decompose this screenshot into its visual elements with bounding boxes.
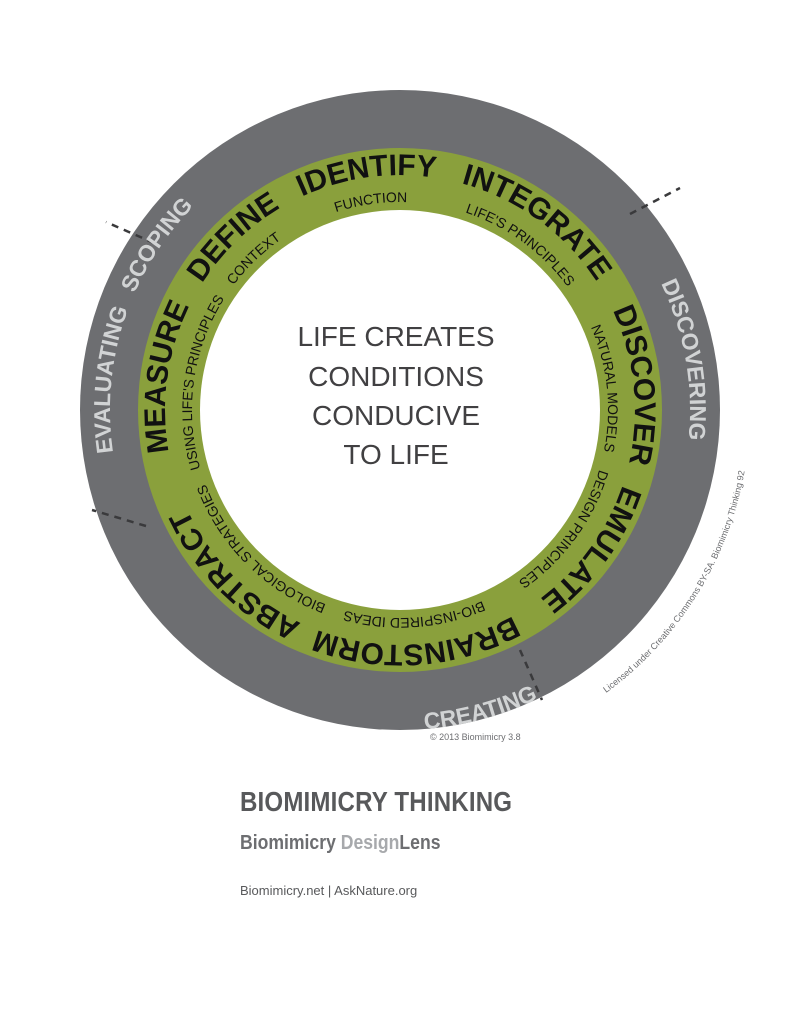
phase-dividers — [91, 186, 681, 701]
footer-subtitle-part3: Lens — [399, 832, 441, 854]
center-line-3: CONDUCIVE — [312, 400, 480, 431]
divider-scoping-discovering — [629, 186, 681, 216]
footer-subtitle: Biomimicry DesignLens — [240, 832, 441, 855]
footer-title: BIOMIMICRY THINKING — [240, 786, 513, 817]
divider-discovering-creating — [518, 649, 544, 701]
divider-evaluating-scoping — [105, 220, 155, 245]
center-circle — [200, 210, 600, 610]
footer-subtitle-part1: Biomimicry — [240, 832, 341, 854]
center-line-4: TO LIFE — [343, 439, 448, 470]
center-line-2: CONDITIONS — [308, 361, 484, 392]
footer-links[interactable]: Biomimicry.net | AskNature.org — [240, 883, 418, 898]
copyright-text: © 2013 Biomimicry 3.8 — [430, 732, 521, 742]
center-line-1: LIFE CREATES — [297, 321, 494, 352]
footer-subtitle-part2: Design — [340, 832, 400, 854]
divider-creating-evaluating — [91, 508, 147, 528]
